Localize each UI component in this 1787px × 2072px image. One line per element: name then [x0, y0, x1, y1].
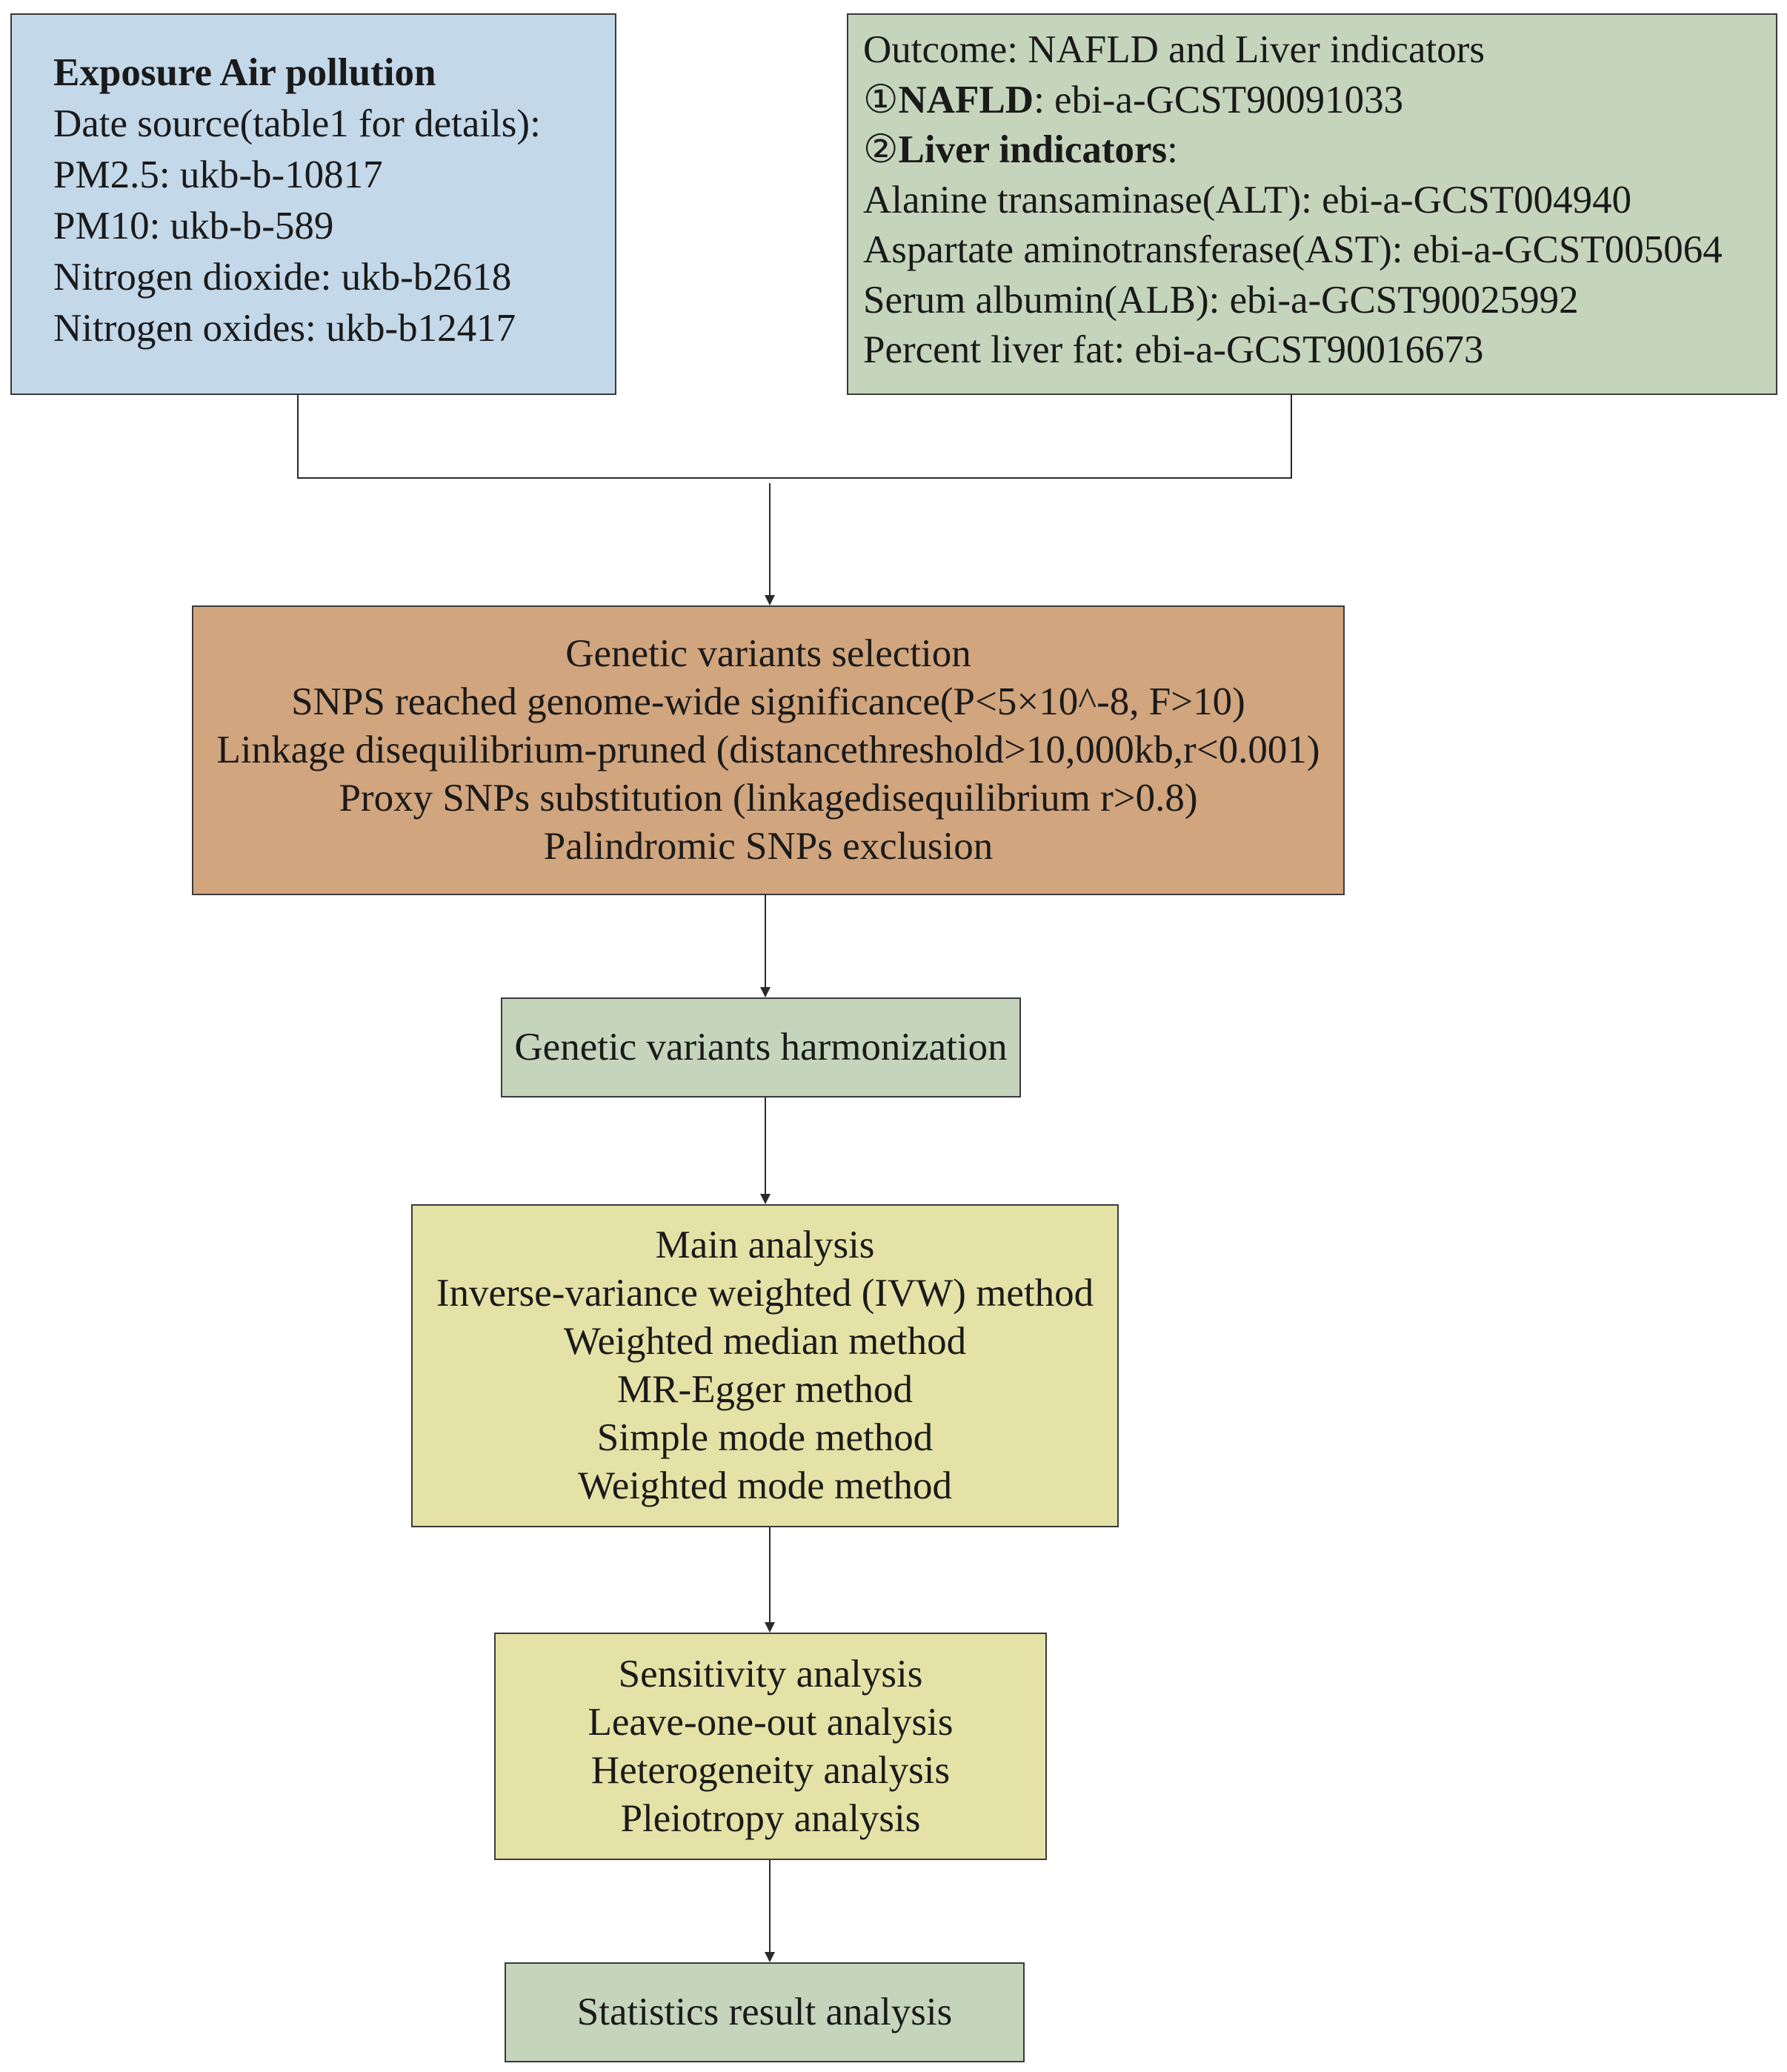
exposure-box: Exposure Air pollution Date source(table…: [10, 13, 616, 395]
statistics-label: Statistics result analysis: [576, 1990, 953, 2033]
nafld-label: NAFLD: [898, 78, 1034, 122]
outcome-liver-indicators: ②Liver indicators:: [863, 125, 1776, 176]
outcome-line: Alanine transaminase(ALT): ebi-a-GCST004…: [863, 178, 1632, 222]
merge-connector: [297, 395, 1292, 479]
outcome-box: Outcome: NAFLD and Liver indicators ①NAF…: [847, 13, 1777, 395]
main-analysis-box: Main analysis Inverse-variance weighted …: [411, 1204, 1119, 1527]
nafld-marker: ①: [863, 78, 899, 122]
sensitivity-line: Sensitivity analysis: [618, 1652, 923, 1696]
liver-marker: ②: [863, 128, 899, 171]
outcome-nafld: ①NAFLD: ebi-a-GCST90091033: [863, 76, 1776, 126]
main-analysis-line: Simple mode method: [596, 1416, 934, 1459]
outcome-line: Serum albumin(ALB): ebi-a-GCST90025992: [863, 278, 1579, 322]
exposure-line: Nitrogen oxides: ukb-b12417: [53, 307, 516, 350]
selection-line: Genetic variants selection: [565, 632, 971, 675]
selection-line: Linkage disequilibrium-pruned (distancet…: [216, 728, 1320, 771]
main-analysis-line: Inverse-variance weighted (IVW) method: [436, 1272, 1094, 1315]
sensitivity-line: Pleiotropy analysis: [620, 1796, 921, 1840]
harmonization-label: Genetic variants harmonization: [514, 1026, 1008, 1069]
main-analysis-line: Main analysis: [655, 1223, 875, 1266]
exposure-line: Nitrogen dioxide: ukb-b2618: [53, 256, 512, 299]
exposure-line: PM2.5: ukb-b-10817: [53, 153, 383, 196]
selection-box: Genetic variants selection SNPS reached …: [192, 605, 1345, 895]
main-analysis-line: MR-Egger method: [617, 1368, 913, 1411]
nafld-value: : ebi-a-GCST90091033: [1034, 78, 1404, 122]
main-analysis-line: Weighted median method: [563, 1320, 967, 1363]
statistics-box: Statistics result analysis: [505, 1962, 1025, 2062]
liver-value: :: [1167, 128, 1178, 171]
selection-line: SNPS reached genome-wide significance(P<…: [291, 680, 1245, 723]
sensitivity-line: Leave-one-out analysis: [588, 1700, 954, 1744]
outcome-line: Percent liver fat: ebi-a-GCST90016673: [863, 328, 1484, 371]
liver-label: Liver indicators: [898, 128, 1168, 171]
exposure-title: Exposure Air pollution: [53, 51, 436, 94]
selection-line: Palindromic SNPs exclusion: [543, 825, 994, 868]
outcome-line: Aspartate aminotransferase(AST): ebi-a-G…: [863, 228, 1723, 271]
outcome-title: Outcome: NAFLD and Liver indicators: [863, 28, 1485, 71]
exposure-line: Date source(table1 for details):: [53, 102, 541, 145]
exposure-line: PM10: ukb-b-589: [53, 205, 334, 248]
sensitivity-analysis-box: Sensitivity analysis Leave-one-out analy…: [494, 1633, 1047, 1860]
selection-line: Proxy SNPs substitution (linkagedisequil…: [339, 777, 1198, 820]
harmonization-box: Genetic variants harmonization: [501, 997, 1021, 1098]
main-analysis-line: Weighted mode method: [577, 1464, 952, 1507]
sensitivity-line: Heterogeneity analysis: [590, 1748, 951, 1792]
